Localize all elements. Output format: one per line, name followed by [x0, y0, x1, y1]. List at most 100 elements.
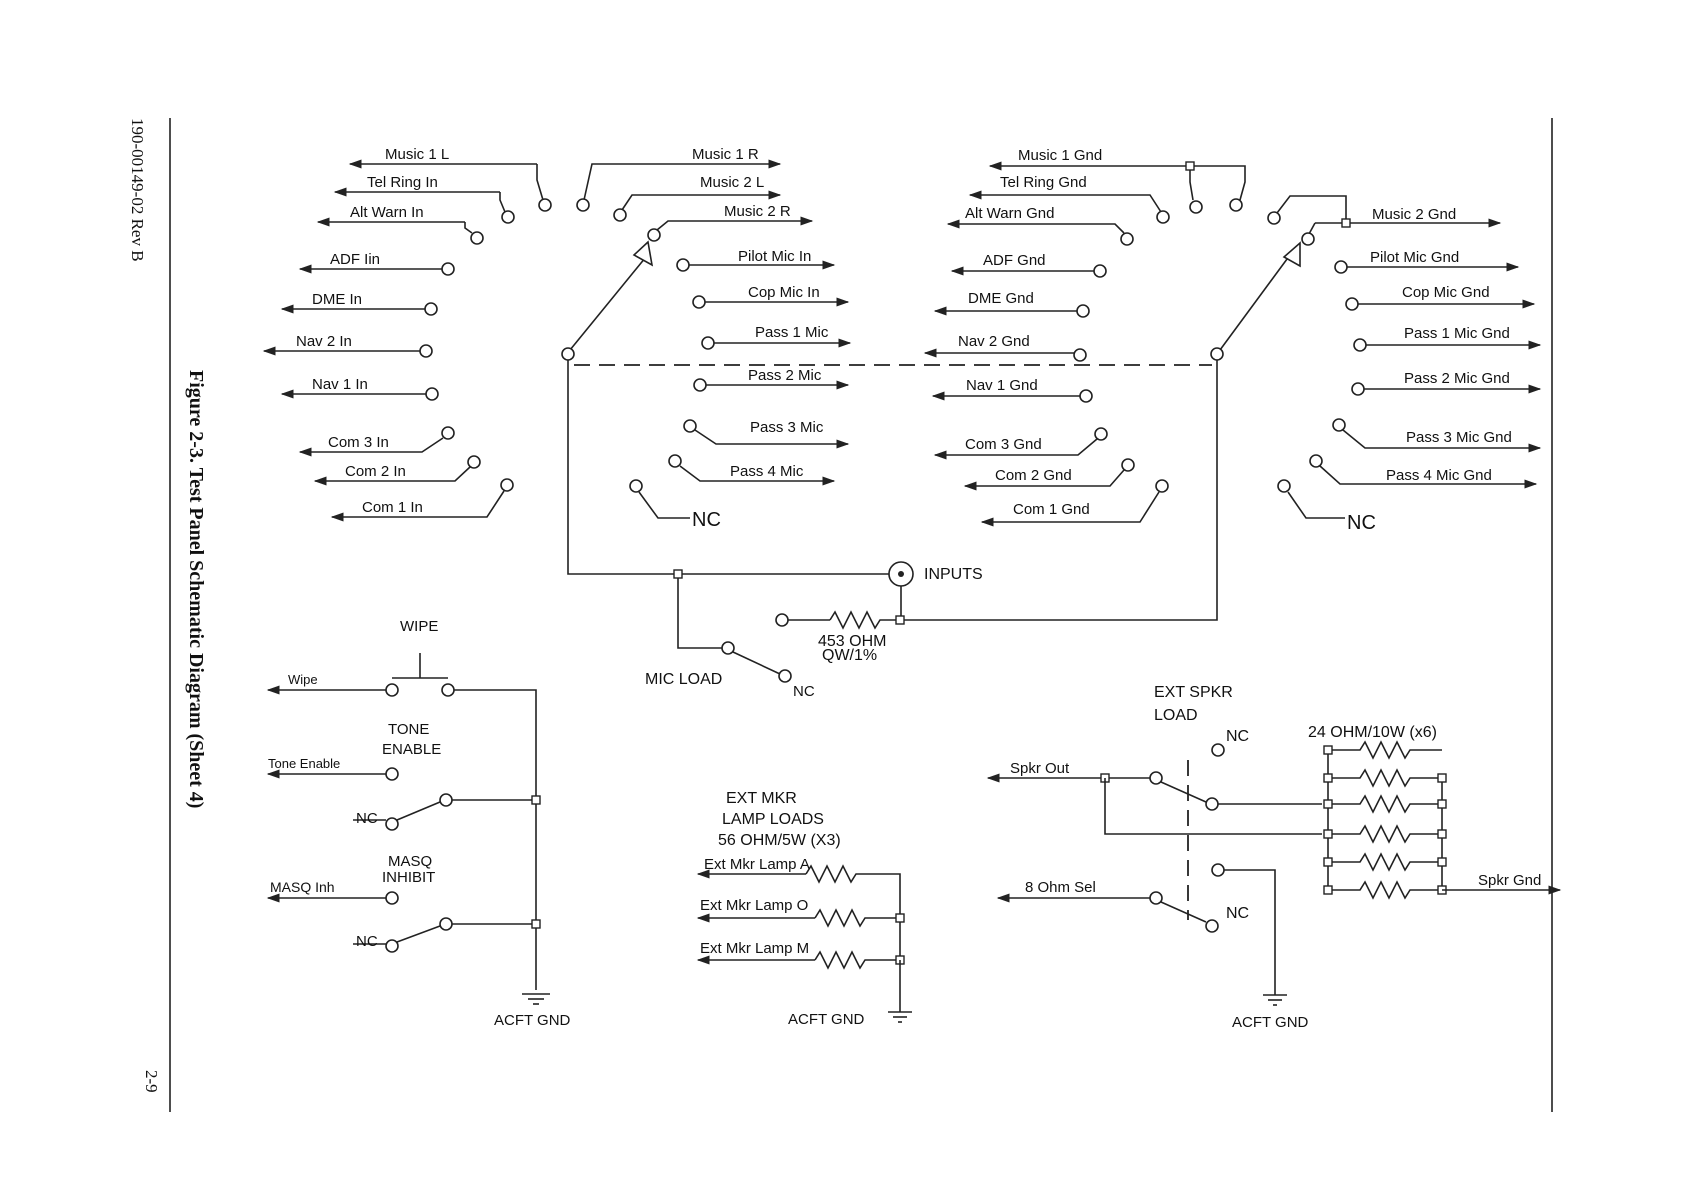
terminal-cop-mic-gnd[interactable]	[1345, 297, 1359, 311]
terminal-pass-1-mic-gnd[interactable]	[1353, 338, 1367, 352]
terminal-masq-common[interactable]	[439, 917, 453, 931]
resistor-lamp-o	[814, 908, 900, 928]
label-nc-center-left: NC	[692, 509, 721, 531]
terminal-adf-in[interactable]	[441, 262, 455, 276]
label-453-ohm: 453 OHM	[818, 633, 886, 650]
rotary-wiper-left	[569, 251, 651, 351]
rotary-pivot-left[interactable]	[561, 347, 575, 361]
terminal-music-1-l[interactable]	[538, 198, 552, 212]
label-ext-spkr-nc-bottom: NC	[1226, 905, 1249, 922]
label-alt-warn-gnd: Alt Warn Gnd	[965, 205, 1054, 222]
resistor-24-ohm-5	[1328, 852, 1442, 872]
terminal-453-ohm[interactable]	[775, 613, 789, 627]
label-ext-spkr-nc-top: NC	[1226, 728, 1249, 745]
terminal-mic-load-nc[interactable]	[778, 669, 792, 683]
terminal-com-2-in[interactable]	[467, 455, 481, 469]
terminal-nav-1-gnd[interactable]	[1079, 389, 1093, 403]
label-masq-nc: NC	[356, 933, 378, 950]
label-pass-4-mic-gnd: Pass 4 Mic Gnd	[1386, 467, 1492, 484]
terminal-tel-ring-in[interactable]	[501, 210, 515, 224]
label-pass-3-mic: Pass 3 Mic	[750, 419, 824, 436]
terminal-tone-nc[interactable]	[385, 817, 399, 831]
terminal-nav-2-in[interactable]	[419, 344, 433, 358]
terminal-music-1-gnd[interactable]	[1189, 200, 1203, 214]
terminal-pass-3-mic[interactable]	[683, 419, 697, 433]
wipe-button-contact-a[interactable]	[385, 683, 399, 697]
label-inputs: INPUTS	[924, 566, 983, 583]
terminal-pilot-mic-gnd[interactable]	[1334, 260, 1348, 274]
terminal-pass-1-mic[interactable]	[701, 336, 715, 350]
label-cop-mic-in: Cop Mic In	[748, 284, 820, 301]
terminal-tone-common[interactable]	[439, 793, 453, 807]
terminal-pilot-mic-in[interactable]	[676, 258, 690, 272]
terminal-music-1-r[interactable]	[576, 198, 590, 212]
label-dme-in: DME In	[312, 291, 362, 308]
terminal-adf-gnd[interactable]	[1093, 264, 1107, 278]
resistor-lamp-a	[805, 864, 901, 960]
terminal-music-2-gnd[interactable]	[1301, 232, 1315, 246]
label-music-2-r: Music 2 R	[724, 203, 791, 220]
label-ext-mkr-3: 56 OHM/5W (X3)	[718, 832, 841, 849]
label-mic-load: MIC LOAD	[645, 671, 722, 688]
rotary-pivot-right[interactable]	[1210, 347, 1224, 361]
terminal-music-2-r[interactable]	[647, 228, 661, 242]
mic-load-switch-blade	[732, 651, 781, 675]
terminal-spkr-out[interactable]	[1149, 771, 1163, 785]
terminal-com-2-gnd[interactable]	[1121, 458, 1135, 472]
label-pass-3-mic-gnd: Pass 3 Mic Gnd	[1406, 429, 1512, 446]
label-com-2-in: Com 2 In	[345, 463, 406, 480]
label-pilot-mic-in: Pilot Mic In	[738, 248, 811, 265]
terminal-music-2-l[interactable]	[613, 208, 627, 222]
label-music-2-gnd: Music 2 Gnd	[1372, 206, 1456, 223]
spkr-switch-blade-a	[1160, 781, 1207, 803]
terminal-8-ohm-sel[interactable]	[1149, 891, 1163, 905]
resistor-24-ohm-3	[1328, 794, 1442, 814]
terminal-com-3-gnd[interactable]	[1094, 427, 1108, 441]
terminal-tel-ring-gnd[interactable]	[1156, 210, 1170, 224]
terminal-nc-center-left[interactable]	[629, 479, 643, 493]
terminal-masq-inhibit[interactable]	[385, 891, 399, 905]
terminal-nc-right[interactable]	[1277, 479, 1291, 493]
terminal-dme-gnd[interactable]	[1076, 304, 1090, 318]
label-acft-gnd-2: ACFT GND	[788, 1011, 865, 1028]
label-pass-4-mic: Pass 4 Mic	[730, 463, 804, 480]
terminal-pass-4-mic[interactable]	[668, 454, 682, 468]
label-spkr-gnd: Spkr Gnd	[1478, 872, 1541, 889]
terminal-ext-spkr-nc-top[interactable]	[1211, 743, 1225, 757]
resistor-24-ohm-6	[1328, 880, 1442, 900]
terminal-alt-warn-in[interactable]	[470, 231, 484, 245]
label-music-1-gnd: Music 1 Gnd	[1018, 147, 1102, 164]
label-tone-out: Tone Enable	[268, 756, 340, 771]
terminal-spkr-load-24[interactable]	[1205, 797, 1219, 811]
terminal-pass-3-mic-gnd[interactable]	[1332, 418, 1346, 432]
label-com-2-gnd: Com 2 Gnd	[995, 467, 1072, 484]
terminal-nav-2-gnd[interactable]	[1073, 348, 1087, 362]
label-lamp-a: Ext Mkr Lamp A	[704, 856, 810, 873]
terminal-masq-nc[interactable]	[385, 939, 399, 953]
label-453-ohm-spec: QW/1%	[822, 647, 877, 664]
terminal-dme-in[interactable]	[424, 302, 438, 316]
label-pass-1-mic-gnd: Pass 1 Mic Gnd	[1404, 325, 1510, 342]
terminal-com-3-in[interactable]	[441, 426, 455, 440]
label-pilot-mic-gnd: Pilot Mic Gnd	[1370, 249, 1459, 266]
wipe-button-contact-b[interactable]	[441, 683, 455, 697]
terminal-music-2-gnd-a[interactable]	[1267, 211, 1281, 225]
label-nav-1-gnd: Nav 1 Gnd	[966, 377, 1038, 394]
terminal-pass-2-mic[interactable]	[693, 378, 707, 392]
terminal-pass-4-mic-gnd[interactable]	[1309, 454, 1323, 468]
terminal-cop-mic-in[interactable]	[692, 295, 706, 309]
label-cop-mic-gnd: Cop Mic Gnd	[1402, 284, 1490, 301]
terminal-com-1-in[interactable]	[500, 478, 514, 492]
terminal-alt-warn-gnd[interactable]	[1120, 232, 1134, 246]
terminal-mic-load[interactable]	[721, 641, 735, 655]
label-com-1-gnd: Com 1 Gnd	[1013, 501, 1090, 518]
terminal-tone-enable[interactable]	[385, 767, 399, 781]
terminal-8-ohm-gnd[interactable]	[1211, 863, 1225, 877]
terminal-music-1-gnd-b[interactable]	[1229, 198, 1243, 212]
label-adf-gnd: ADF Gnd	[983, 252, 1046, 269]
terminal-com-1-gnd[interactable]	[1155, 479, 1169, 493]
terminal-pass-2-mic-gnd[interactable]	[1351, 382, 1365, 396]
label-adf-in: ADF Iin	[330, 251, 380, 268]
terminal-nav-1-in[interactable]	[425, 387, 439, 401]
terminal-ext-spkr-nc-bottom[interactable]	[1205, 919, 1219, 933]
